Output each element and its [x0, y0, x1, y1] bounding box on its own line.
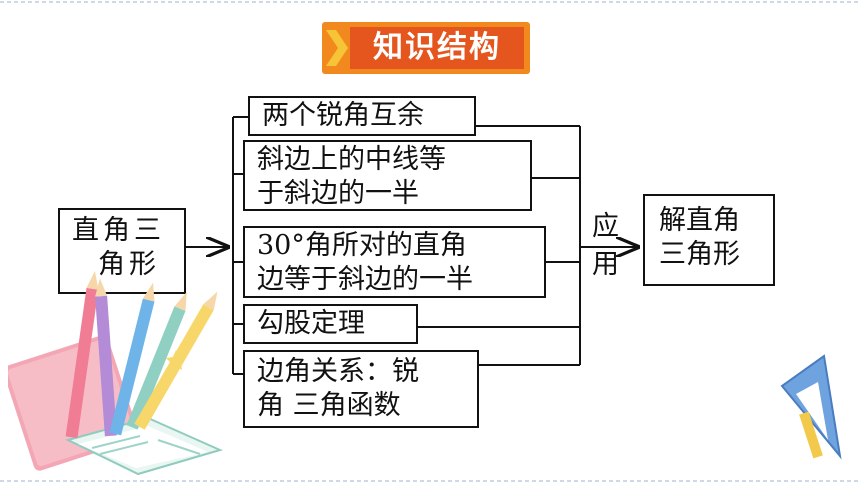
branch-box-2: 斜边上的中线等 于斜边的一半	[243, 140, 532, 211]
top-border-decoration	[0, 1, 860, 3]
branch-2-line2: 于斜边的一半	[257, 178, 419, 209]
branch-2-line1: 斜边上的中线等	[257, 144, 446, 175]
branch-1-line1: 两个锐角互余	[262, 100, 424, 131]
connector-label-line2: 用	[592, 249, 619, 280]
branch-5-line2: 角 三角函数	[257, 390, 401, 421]
connector-label: 应 用	[592, 208, 624, 284]
branch-4-line1: 勾股定理	[257, 308, 365, 339]
target-box-line2: 三角形	[659, 239, 740, 270]
bottom-border-decoration	[0, 480, 860, 482]
pencils-books-illustration	[8, 270, 223, 476]
branch-box-1: 两个锐角互余	[248, 96, 476, 136]
source-box-line2: 角形	[98, 249, 160, 280]
branch-box-3: 30°角所对的直角 边等于斜边的一半	[243, 226, 546, 298]
chevron-right-icon	[326, 30, 348, 66]
page-title: 知识结构	[373, 30, 501, 65]
source-box-line1: 直角三	[72, 215, 165, 246]
triangle-ruler-illustration	[780, 354, 842, 460]
branch-3-line2: 边等于斜边的一半	[257, 264, 473, 295]
branch-5-line1: 边角关系：锐	[257, 356, 419, 387]
branch-3-line1: 30°角所对的直角	[257, 230, 467, 261]
branch-box-4: 勾股定理	[243, 304, 418, 344]
target-box-line1: 解直角	[659, 205, 740, 236]
branch-box-5: 边角关系：锐 角 三角函数	[243, 350, 479, 428]
connector-label-line1: 应	[592, 211, 619, 242]
source-box: 直角三 角形	[58, 208, 186, 294]
target-box: 解直角 三角形	[643, 194, 775, 286]
title-banner-inner	[350, 27, 524, 69]
